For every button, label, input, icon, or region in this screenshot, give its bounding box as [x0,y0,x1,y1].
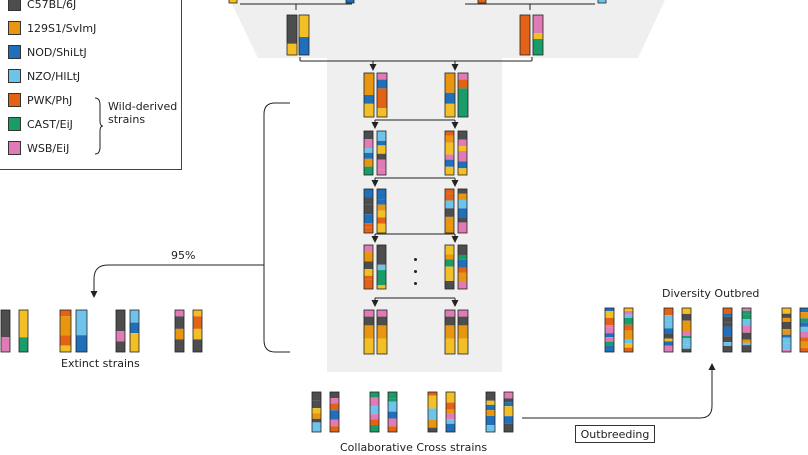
chromosome [444,188,455,234]
chromosome [369,391,380,433]
wild-derived-label: Wild-derived strains [108,100,178,126]
diversity-outbred-label: Diversity Outbred [662,287,760,300]
chromosome [519,14,531,56]
ellipsis-dot [414,258,417,261]
chromosome [115,309,126,353]
chromosome [623,307,634,353]
chromosome [363,130,374,176]
swatch-b6 [8,0,21,11]
legend-item-b6: C57BL/6J [8,0,76,13]
percent-label: 95% [171,249,196,262]
chromosome [503,391,514,433]
chromosome [722,307,733,353]
chromosome [427,391,438,433]
legend-label: CAST/EiJ [27,117,73,131]
chromosome [597,0,607,4]
swatch-nzo [8,69,21,83]
chromosome-group [0,0,808,433]
chromosome [18,309,29,353]
legend-label: 129S1/SvImJ [27,21,97,35]
chromosome [0,309,11,353]
chromosome [345,0,355,4]
chromosome [192,309,203,353]
legend-item-nzo: NZO/HlLtJ [8,67,80,85]
chromosome [799,307,808,353]
chromosome [376,188,387,234]
chromosome [286,14,298,56]
chromosome [376,244,387,290]
legend-item-pwk: PWK/PhJ [8,91,72,109]
chromosome [376,130,387,176]
chromosome [681,307,692,353]
chromosome [457,130,468,176]
collaborative-cross-label: Collaborative Cross strains [340,441,488,454]
swatch-129 [8,21,21,35]
legend-label: PWK/PhJ [27,93,73,107]
swatch-pwk [8,93,21,107]
generation-connectors [371,119,459,307]
outbreeding-arrow [522,363,716,419]
chromosome [457,244,468,290]
chromosome [444,309,456,355]
chromosome [59,309,72,353]
chromosome [376,309,388,355]
chromosome [75,309,88,353]
chromosome [457,72,469,118]
wild-derived-brace [94,97,104,155]
chromosome [477,0,487,4]
extinct-bracket [90,102,290,353]
chromosome [363,188,374,234]
chromosome [532,14,544,56]
chromosome [363,72,375,118]
chromosome [376,72,388,118]
chromosome [129,309,140,353]
chromosome [444,244,455,290]
funnel-panel [230,0,665,372]
legend-label: NOD/ShiLtJ [27,45,87,59]
legend-item-cast: CAST/EiJ [8,115,73,133]
legend-item-129: 129S1/SvImJ [8,19,96,37]
chromosome [485,391,496,433]
swatch-cast [8,117,21,131]
chromosome [604,307,615,353]
chromosome [174,309,185,353]
chromosome [457,188,468,234]
ellipsis-dot [414,282,417,285]
chromosome [457,309,469,355]
outbreeding-label: Outbreeding [575,425,655,443]
chromosome [445,391,456,433]
swatch-wsb [8,141,21,155]
chromosome [741,307,752,353]
swatch-nod [8,45,21,59]
legend-item-nod: NOD/ShiLtJ [8,43,87,61]
chromosome [663,307,674,353]
chromosome [228,0,238,4]
chromosome [298,14,310,56]
chromosome [781,307,792,353]
legend-label: NZO/HlLtJ [27,69,81,83]
legend-item-wsb: WSB/EiJ [8,139,69,157]
legend-label: C57BL/6J [27,0,77,11]
chromosome [387,391,398,433]
chromosome [363,244,374,290]
extinct-strains-label: Extinct strains [61,357,140,370]
chromosome [311,391,322,433]
legend-label: WSB/EiJ [27,141,70,155]
top-connectors [240,3,595,71]
chromosome [444,72,456,118]
chromosome [363,309,375,355]
chromosome [329,391,340,433]
strain-legend: C57BL/6J 129S1/SvImJ NOD/ShiLtJ NZO/HlLt… [0,0,182,170]
chromosome [444,130,455,176]
ellipsis-dot [414,270,417,273]
